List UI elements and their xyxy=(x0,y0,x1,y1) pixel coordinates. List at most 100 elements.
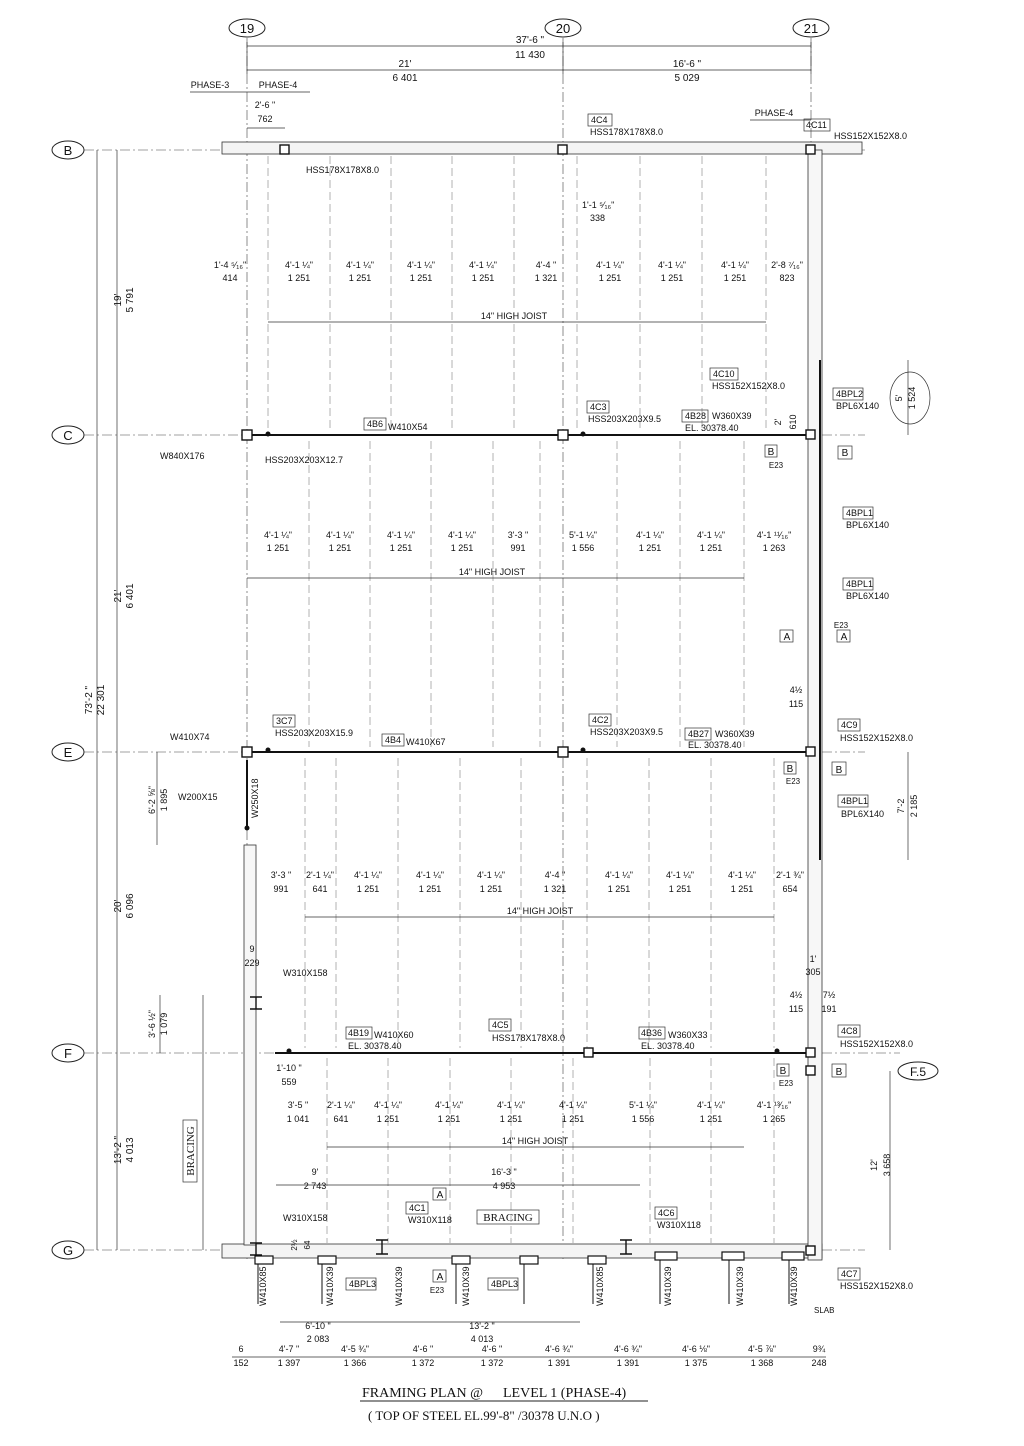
svg-text:1 251: 1 251 xyxy=(390,543,413,553)
tag-4b6: 4B6 xyxy=(367,419,383,429)
dim-w200-imperial: 6'-2 ⅝" xyxy=(147,786,157,814)
svg-text:1 251: 1 251 xyxy=(608,884,631,894)
grid-bubble-20: 20 xyxy=(544,18,582,38)
svg-text:654: 654 xyxy=(782,884,797,894)
section-w310-b: W310X158 xyxy=(283,1213,328,1223)
beam-end-dots xyxy=(244,431,780,1054)
section-4c9: HSS152X152X8.0 xyxy=(840,733,913,743)
tag-4c1: 4C1 xyxy=(409,1203,426,1213)
dim-c-e-metric: 6 401 xyxy=(125,583,136,608)
svg-text:1 391: 1 391 xyxy=(617,1358,640,1368)
joist-spacing-row-3: 3'-3 "991 2'-1 ¼"641 4'-1 ¼"1 251 4'-1 ¼… xyxy=(271,870,804,894)
dim-b-c-imperial: 19' xyxy=(113,293,124,306)
bottom-col-2: W410X39 xyxy=(325,1266,335,1306)
section-w250: W250X18 xyxy=(250,778,260,818)
svg-text:4'-1 ¼": 4'-1 ¼" xyxy=(407,260,435,270)
svg-text:A: A xyxy=(784,632,791,643)
svg-text:A: A xyxy=(437,1190,444,1201)
svg-text:2'-1 ¼": 2'-1 ¼" xyxy=(306,870,334,880)
section-e-beam-left: W410X74 xyxy=(170,732,210,742)
grid-label-21: 21 xyxy=(804,21,818,36)
svg-text:1 251: 1 251 xyxy=(419,884,442,894)
tag-4c6: 4C6 xyxy=(658,1208,675,1218)
joist-span-arrows xyxy=(247,321,774,1148)
dim-bottom-left-imperial: 6'-10 " xyxy=(305,1321,330,1331)
dim-b-c-metric: 5 791 xyxy=(125,287,136,312)
section-w200: W200X15 xyxy=(178,792,218,802)
svg-text:B: B xyxy=(842,448,849,459)
svg-text:4'-1 ¹¹⁄₁₆": 4'-1 ¹¹⁄₁₆" xyxy=(757,530,792,540)
svg-text:4'-1 ¼": 4'-1 ¼" xyxy=(374,1100,402,1110)
title-line-2: ( TOP OF STEEL EL.99'-8" /30378 U.N.O ) xyxy=(368,1408,600,1423)
phase-4-label-right: PHASE-4 xyxy=(755,108,794,118)
svg-text:1 251: 1 251 xyxy=(288,273,311,283)
west-slab-edge xyxy=(243,844,257,1246)
dim-f-g-metric: 4 013 xyxy=(125,1137,136,1162)
dim-bracing-left-metric: 2 743 xyxy=(304,1181,327,1191)
svg-text:4'-1 ¼": 4'-1 ¼" xyxy=(728,870,756,880)
svg-text:4'-1 ¼": 4'-1 ¼" xyxy=(469,260,497,270)
dim-c10-imperial: 2' xyxy=(773,418,783,425)
section-4c4: HSS178X178X8.0 xyxy=(590,127,663,137)
svg-text:823: 823 xyxy=(779,273,794,283)
dim-f-outer-metric: 191 xyxy=(821,1004,836,1014)
elevation-4b19: EL. 30378.40 xyxy=(348,1041,402,1051)
revision-cloud xyxy=(889,371,931,425)
dim-bpl1c-metric: 2 185 xyxy=(909,795,919,818)
svg-text:4'-1 ¼": 4'-1 ¼" xyxy=(477,870,505,880)
section-b-left-column: HSS178X178X8.0 xyxy=(306,165,379,175)
dim-w200-metric: 1 895 xyxy=(159,789,169,812)
tag-4c4: 4C4 xyxy=(591,115,608,125)
svg-text:4'-1 ¼": 4'-1 ¼" xyxy=(264,530,292,540)
dim-bracing-left-imperial: 9' xyxy=(312,1167,319,1177)
svg-text:4'-1 ¼": 4'-1 ¼" xyxy=(326,530,354,540)
svg-text:4'-7 ": 4'-7 " xyxy=(279,1344,299,1354)
wide-flange-columns xyxy=(250,996,632,1256)
svg-text:1 251: 1 251 xyxy=(472,273,495,283)
section-markers: B E23 B A E23 A B E23 B B E23 B A A E23 xyxy=(430,444,853,1295)
svg-text:6: 6 xyxy=(238,1344,243,1354)
dim-right-bay-metric: 5 029 xyxy=(674,73,699,84)
dim-g-offset-metric: 64 xyxy=(303,1240,312,1249)
tag-4c10: 4C10 xyxy=(713,369,735,379)
beam-lines xyxy=(246,360,821,1054)
column-4c11 xyxy=(805,144,816,155)
grid-bubble-c: C xyxy=(51,425,85,445)
tag-4bpl1-a: 4BPL1 xyxy=(846,508,873,518)
tag-4b28: 4B28 xyxy=(685,411,706,421)
svg-text:4'-6 ¾": 4'-6 ¾" xyxy=(614,1344,642,1354)
dim-e-edge-imperial: 4½ xyxy=(790,685,803,695)
svg-text:4'-1 ¼": 4'-1 ¼" xyxy=(721,260,749,270)
bracing-lines xyxy=(202,995,640,1323)
section-w310-a: W310X158 xyxy=(283,968,328,978)
svg-text:1 041: 1 041 xyxy=(287,1114,310,1124)
grid-label-b: B xyxy=(64,143,73,158)
dim-overall-height-metric: 22 301 xyxy=(96,684,107,715)
svg-text:1 251: 1 251 xyxy=(349,273,372,283)
drawing-title: FRAMING PLAN @ LEVEL 1 (PHASE-4) ( TOP O… xyxy=(360,1386,648,1423)
svg-text:1 251: 1 251 xyxy=(700,1114,723,1124)
svg-text:4'-1 ¼": 4'-1 ¼" xyxy=(596,260,624,270)
column-4c5 xyxy=(583,1047,594,1058)
dim-bpl1c-imperial: 7'-2 xyxy=(896,799,906,814)
svg-text:4'-1 ¼": 4'-1 ¼" xyxy=(697,1100,725,1110)
dim-overall-metric: 11 430 xyxy=(515,50,545,61)
svg-text:1 251: 1 251 xyxy=(661,273,684,283)
joist-lines xyxy=(267,156,775,1243)
tag-4b36: 4B36 xyxy=(641,1028,662,1038)
dim-f-edge-metric: 115 xyxy=(789,1004,803,1014)
slab-label: SLAB xyxy=(814,1306,834,1315)
dim-bottom-right-imperial: 13'-2 " xyxy=(469,1321,494,1331)
dim-left-bay-metric: 6 401 xyxy=(392,73,417,84)
tag-4c8: 4C8 xyxy=(841,1026,858,1036)
svg-text:A: A xyxy=(437,1272,444,1283)
title-line-1b: LEVEL 1 (PHASE-4) xyxy=(503,1386,626,1401)
svg-text:B: B xyxy=(780,1066,787,1077)
svg-text:E23: E23 xyxy=(786,777,801,786)
svg-text:1 366: 1 366 xyxy=(344,1358,367,1368)
dim-bracing-right-metric: 4 953 xyxy=(493,1181,516,1191)
svg-text:3'-3 ": 3'-3 " xyxy=(271,870,291,880)
svg-text:152: 152 xyxy=(233,1358,248,1368)
dim-e-edge-metric: 115 xyxy=(789,699,803,709)
